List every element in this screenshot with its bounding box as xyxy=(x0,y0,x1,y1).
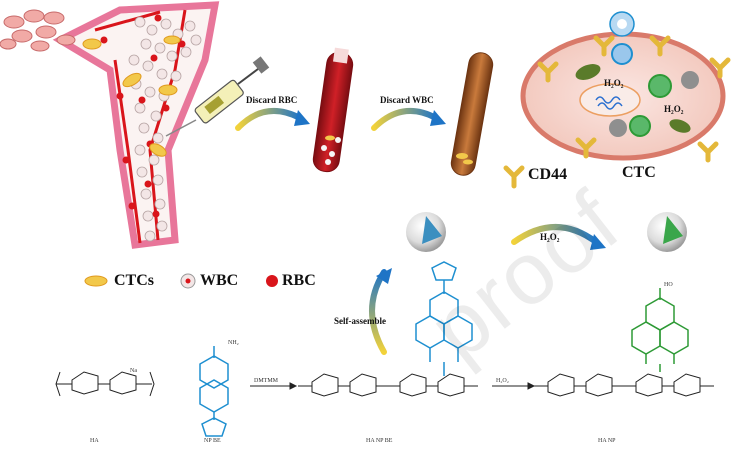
legend-rbc-label: RBC xyxy=(282,272,316,289)
self-assemble-arrowhead xyxy=(376,268,392,284)
ha-label: HA xyxy=(90,438,99,444)
self-assemble-arrow xyxy=(369,269,387,355)
discard-rbc-arrowhead xyxy=(294,110,310,126)
green-product-structure xyxy=(631,288,689,372)
self-assemble-label: Self-assemble xyxy=(334,316,386,326)
blood-vessel xyxy=(52,1,220,249)
cd44-receptors xyxy=(503,35,731,189)
blood-tube xyxy=(312,47,354,173)
discard-rbc-label: Discard RBC xyxy=(246,95,298,105)
legend-ctc-icon xyxy=(84,275,108,287)
blue-nanoparticle xyxy=(406,212,446,252)
oxidant-label: H₂O₂ xyxy=(496,378,509,384)
legend-icons xyxy=(84,273,278,289)
polymer-chains xyxy=(55,371,714,397)
discard-wbc-arrow xyxy=(371,108,439,131)
haxnpbe-label: HA NP BE xyxy=(366,438,393,444)
brown-tube xyxy=(450,52,494,176)
na-label: Na xyxy=(130,368,137,374)
legend-rbc-icon xyxy=(266,275,278,287)
discard-wbc-label: Discard WBC xyxy=(380,95,434,105)
dmtmm-label: DMTMM xyxy=(254,378,279,384)
tissue-cells xyxy=(0,9,76,52)
vessel-ctc-cells xyxy=(82,35,181,157)
cd44-label: CD44 xyxy=(528,166,568,183)
cell-h2o2-right-label: H₂O₂ xyxy=(664,104,684,114)
h2o2-arrow xyxy=(511,224,599,245)
h2o2-arrowhead xyxy=(590,234,606,250)
discard-rbc-arrow xyxy=(235,108,303,131)
npbe-label: NP BE xyxy=(204,438,221,444)
chem-arrows xyxy=(250,382,536,390)
green-nanoparticle xyxy=(647,212,687,252)
nh2-label: NH₂ xyxy=(228,340,239,346)
vessel-wbc-cells xyxy=(128,16,202,242)
ctc-cell xyxy=(520,11,726,161)
npbe-molecule xyxy=(199,346,229,437)
h2o2-arrow-label: H₂O₂ xyxy=(540,232,560,242)
legend-ctcs-label: CTCs xyxy=(114,272,155,289)
discard-wbc-arrowhead xyxy=(430,110,446,126)
ho-label: HO xyxy=(664,282,673,288)
cell-h2o2-top-label: H₂O₂ xyxy=(604,78,624,88)
ctc-label: CTC xyxy=(622,164,656,181)
hanp-label: HA NP xyxy=(598,438,616,444)
blue-probe-structure xyxy=(415,261,473,376)
syringe xyxy=(165,56,270,137)
legend-wbc-label: WBC xyxy=(200,272,239,289)
